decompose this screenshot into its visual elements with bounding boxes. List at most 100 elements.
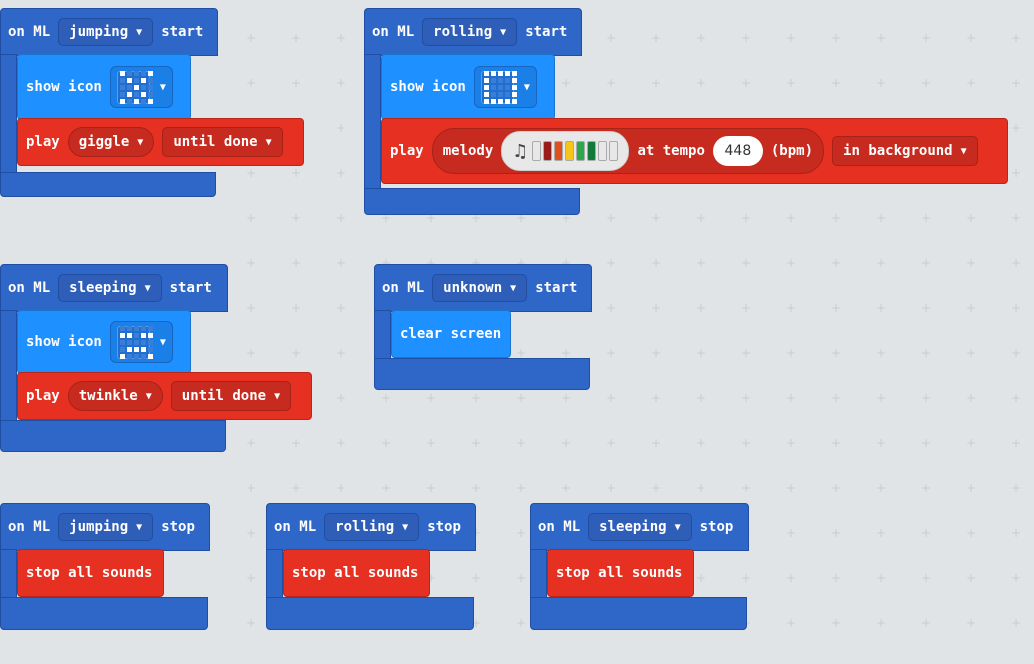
grid-mark: +	[381, 436, 392, 450]
grid-mark: +	[606, 211, 617, 225]
led-icon-preview	[116, 70, 153, 104]
grid-mark: +	[921, 211, 932, 225]
grid-mark: +	[426, 391, 437, 405]
class-dropdown[interactable]: unknown▼	[432, 274, 528, 302]
class-dropdown[interactable]: jumping▼	[58, 18, 154, 46]
play-sound-block[interactable]: play giggle▼ until done▼	[17, 118, 304, 166]
grid-mark: +	[651, 436, 662, 450]
show-icon-block[interactable]: show icon ▼	[381, 54, 555, 120]
melody-note-bar	[576, 141, 586, 161]
grid-mark: +	[561, 76, 572, 90]
grid-mark: +	[786, 346, 797, 360]
led-pixel	[140, 339, 146, 345]
on-ml-label: on ML	[382, 280, 425, 296]
grid-mark: +	[606, 31, 617, 45]
stop-label: stop	[427, 519, 461, 535]
grid-mark: +	[561, 391, 572, 405]
grid-mark: +	[291, 256, 302, 270]
led-pixel	[133, 77, 139, 83]
stop-all-sounds-block[interactable]: stop all sounds	[17, 549, 164, 597]
led-pixel	[147, 98, 153, 104]
melody-label: melody	[442, 143, 494, 159]
show-icon-block[interactable]: show icon ▼	[17, 54, 191, 120]
led-pixel	[147, 77, 153, 83]
grid-mark: +	[966, 31, 977, 45]
grid-mark: +	[606, 301, 617, 315]
grid-mark: +	[831, 391, 842, 405]
grid-mark: +	[741, 211, 752, 225]
grid-mark: +	[381, 481, 392, 495]
icon-dropdown[interactable]: ▼	[109, 321, 173, 363]
class-dropdown[interactable]: jumping▼	[58, 513, 154, 541]
class-dropdown[interactable]: rolling▼	[422, 18, 518, 46]
grid-mark: +	[786, 436, 797, 450]
clear-screen-block[interactable]: clear screen	[391, 310, 511, 358]
grid-mark: +	[291, 166, 302, 180]
grid-mark: +	[336, 481, 347, 495]
grid-mark: +	[1011, 436, 1022, 450]
show-icon-block[interactable]: show icon ▼	[17, 310, 191, 374]
play-mode-dropdown[interactable]: until done▼	[162, 127, 283, 157]
led-pixel	[133, 339, 139, 345]
grid-mark: +	[1011, 301, 1022, 315]
sound-dropdown[interactable]: twinkle▼	[67, 381, 163, 411]
play-melody-block[interactable]: play melody ♫ at tempo 448 (bpm) in back…	[381, 118, 1008, 184]
led-pixel	[483, 84, 489, 90]
led-pixel	[126, 353, 132, 359]
play-sound-block[interactable]: play twinkle▼ until done▼	[17, 372, 312, 420]
grid-mark: +	[831, 31, 842, 45]
play-mode-dropdown[interactable]: until done▼	[170, 381, 292, 411]
led-pixel	[126, 84, 132, 90]
grid-mark: +	[876, 256, 887, 270]
grid-mark: +	[651, 481, 662, 495]
grid-mark: +	[1011, 166, 1022, 180]
grid-mark: +	[651, 31, 662, 45]
grid-mark: +	[336, 391, 347, 405]
chevron-down-icon: ▼	[265, 136, 272, 148]
class-dropdown[interactable]: rolling▼	[324, 513, 420, 541]
led-pixel	[511, 91, 517, 97]
led-pixel	[140, 346, 146, 352]
tempo-input[interactable]: 448	[712, 136, 763, 166]
grid-mark: +	[741, 301, 752, 315]
on-ml-label: on ML	[8, 519, 51, 535]
class-dropdown[interactable]: sleeping▼	[58, 274, 162, 302]
melody-note-bar	[543, 141, 553, 161]
led-pixel	[126, 98, 132, 104]
grid-mark: +	[336, 436, 347, 450]
chevron-down-icon: ▼	[136, 521, 143, 533]
at-tempo-label: at tempo	[637, 143, 705, 159]
stop-label: stop	[699, 519, 734, 535]
grid-mark: +	[426, 436, 437, 450]
play-mode-dropdown[interactable]: in background▼	[832, 136, 978, 166]
grid-mark: +	[291, 211, 302, 225]
grid-mark: +	[471, 571, 482, 585]
stop-all-sounds-block[interactable]: stop all sounds	[283, 549, 430, 597]
class-dropdown[interactable]: sleeping▼	[588, 513, 692, 541]
grid-mark: +	[1011, 571, 1022, 585]
chevron-down-icon: ▼	[159, 81, 166, 93]
play-label: play	[26, 388, 60, 404]
grid-mark: +	[966, 301, 977, 315]
grid-mark: +	[1011, 31, 1022, 45]
grid-mark: +	[426, 481, 437, 495]
grid-mark: +	[876, 211, 887, 225]
sound-dropdown[interactable]: giggle▼	[67, 127, 155, 157]
grid-mark: +	[786, 211, 797, 225]
grid-mark: +	[336, 166, 347, 180]
grid-mark: +	[516, 526, 527, 540]
icon-dropdown[interactable]: ▼	[109, 66, 173, 108]
grid-mark: +	[1011, 256, 1022, 270]
grid-mark: +	[471, 391, 482, 405]
grid-mark: +	[246, 76, 257, 90]
led-pixel	[119, 91, 125, 97]
led-pixel	[504, 98, 510, 104]
grid-mark: +	[471, 481, 482, 495]
led-pixel	[497, 70, 503, 76]
melody-editor[interactable]: ♫	[501, 131, 630, 171]
stop-all-sounds-block[interactable]: stop all sounds	[547, 549, 694, 597]
led-pixel	[147, 339, 153, 345]
led-pixel	[119, 98, 125, 104]
icon-dropdown[interactable]: ▼	[473, 66, 537, 108]
grid-mark: +	[291, 31, 302, 45]
